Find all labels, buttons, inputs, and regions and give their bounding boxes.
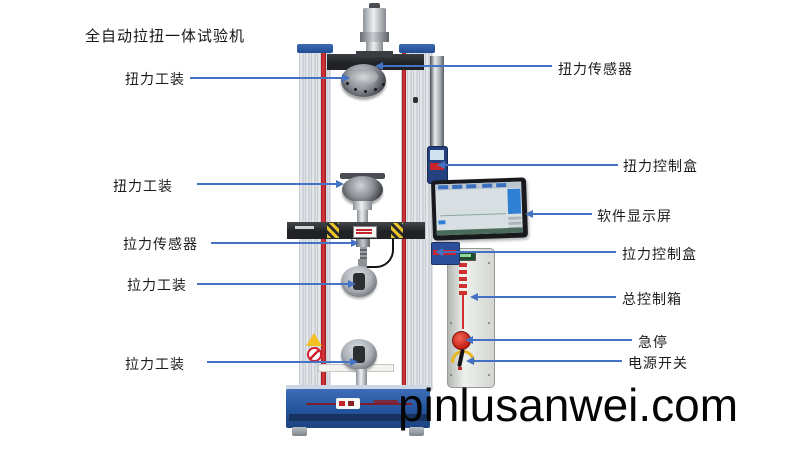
torsion-chuck-top-face [349,69,378,85]
motor-top-cap [369,3,380,9]
main-control-console [447,248,495,388]
label-power-switch: 电源开关 [628,355,688,371]
load-cell-shaft [360,247,367,261]
watermark-text: pinlusanwei.com [398,379,739,431]
sensor-cable [366,238,394,268]
callout-line [190,77,342,79]
callout-arrow [465,336,473,344]
label-torque-sensor: 扭力传感器 [558,61,633,77]
callout-line [473,360,622,362]
label-torque-control-box: 扭力控制盒 [623,158,698,174]
callout-line [382,65,552,67]
tension-grip-upper-slot [353,273,365,290]
callout-line [444,164,618,166]
power-switch-dot [458,367,462,370]
warning-triangle-icon [306,333,322,346]
mid-shaft-upper [353,201,372,210]
column-cap-right [399,44,435,53]
beam-center-logo-mark [356,229,372,231]
callout-line [442,251,616,253]
base-top-edge [286,385,430,390]
column-screw [413,97,418,103]
callout-line [532,213,592,215]
label-torsion-fixture-mid: 扭力工装 [113,178,173,194]
callout-arrow [437,161,445,169]
machine-column-right [401,50,433,390]
torsion-chuck-mid [342,176,383,203]
column-red-stripe-right [402,53,406,388]
callout-line [472,339,632,341]
base-logo-mark [339,401,345,406]
callout-arrow [466,357,474,365]
callout-arrow [342,74,350,82]
callout-arrow [350,358,358,366]
chuck-bolts [346,82,349,85]
callout-line [477,296,616,298]
console-brand-marks [459,263,467,295]
torque-control-screen [430,150,444,160]
callout-arrow [348,280,356,288]
callout-arrow [470,293,478,301]
label-tension-control-box: 拉力控制盒 [622,246,697,262]
base-dark-band [289,414,427,421]
column-red-stripe-left [321,53,326,388]
callout-line [197,183,336,185]
callout-arrow [351,239,359,247]
machine-foot-right [409,427,424,436]
console-display-glow [459,254,471,257]
hazard-stripe-right [391,223,403,238]
label-main-control-console: 总控制箱 [622,291,682,307]
label-torsion-fixture-top: 扭力工装 [125,71,185,87]
callout-line [197,283,348,285]
motor-body [363,8,386,33]
machine-foot-left [292,427,307,436]
label-software-screen: 软件显示屏 [597,208,672,224]
motor-flange [356,51,393,57]
load-cell [356,239,370,247]
label-tension-fixture-upper: 拉力工装 [127,277,187,293]
label-tension-sensor: 拉力传感器 [123,236,198,252]
mid-shaft-lower [357,210,368,223]
console-red-line [462,295,464,329]
label-emergency-stop: 急停 [638,334,668,350]
side-rail [430,56,444,150]
callout-arrow [336,180,344,188]
upper-grip-pin [358,259,367,268]
label-tension-fixture-lower: 拉力工装 [125,356,185,372]
callout-arrow [375,62,383,70]
callout-line [207,361,350,363]
callout-arrow [525,210,533,218]
lower-grip-shaft [356,369,367,389]
base-logo [336,398,360,409]
beam-text-mark [295,226,314,229]
motor-base [360,32,389,42]
page-title: 全自动拉扭一体试验机 [85,28,246,45]
column-cap-left [297,44,333,53]
motor-neck [366,42,383,53]
callout-line [211,242,351,244]
base-model-mark [374,400,398,403]
hazard-stripe-left [327,223,339,238]
callout-arrow [435,248,443,256]
